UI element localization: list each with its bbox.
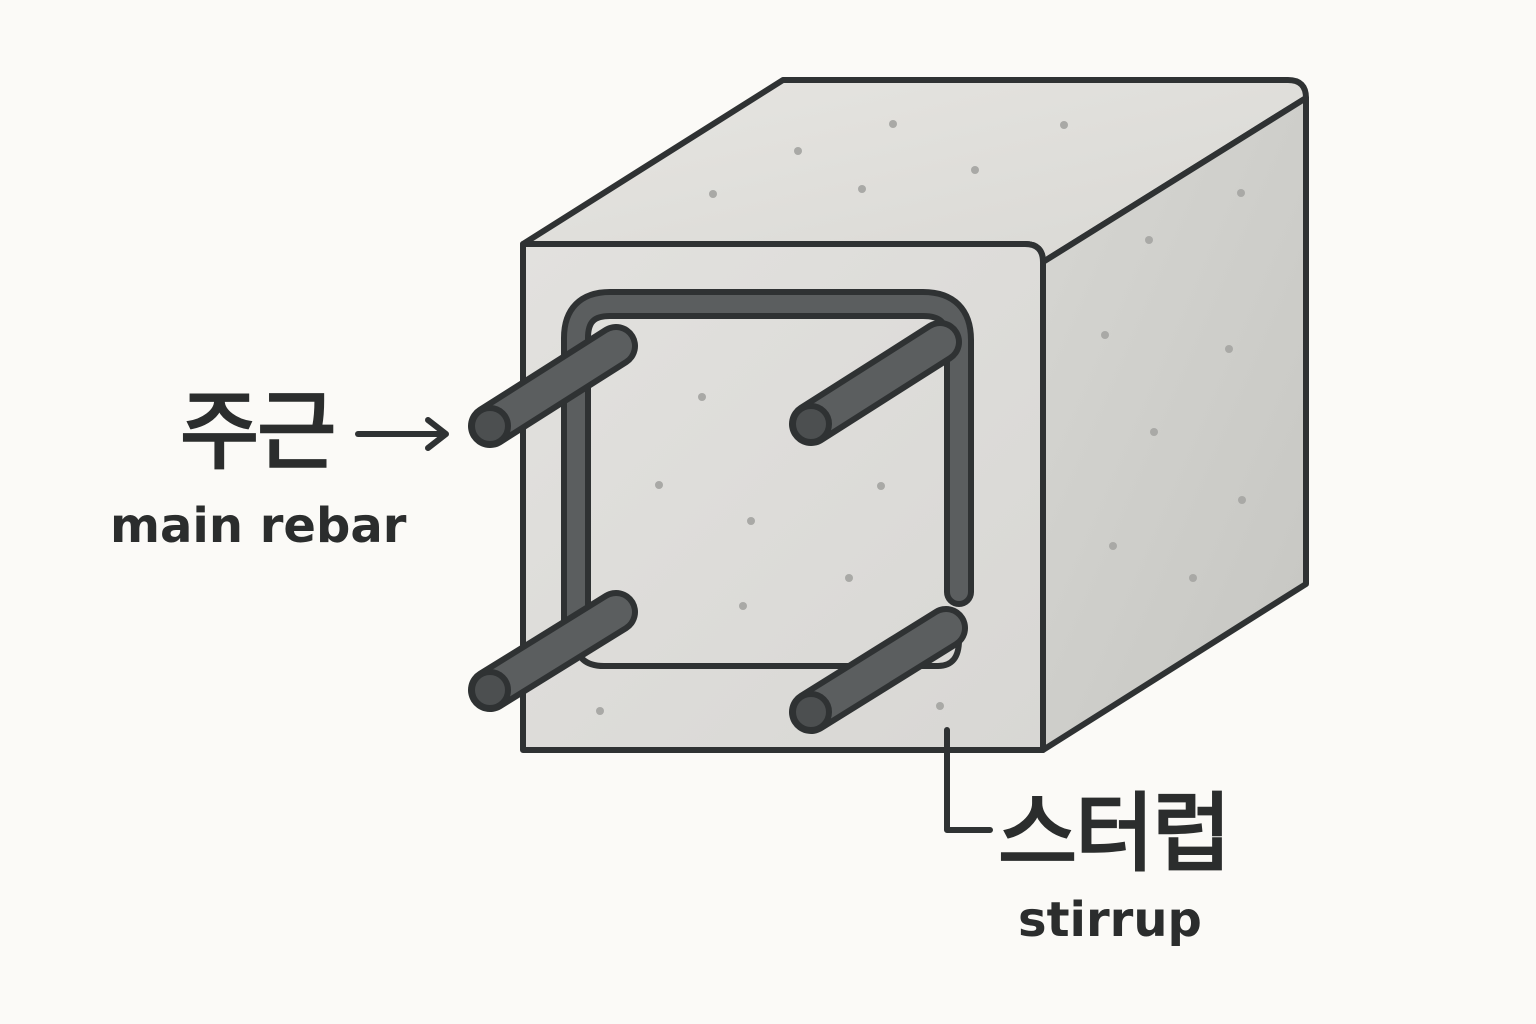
concrete-speckles xyxy=(596,120,1246,715)
main-rebar-bottom-left xyxy=(468,590,638,712)
main-rebar-arrow xyxy=(355,417,449,451)
main-rebar-english-label: main rebar xyxy=(110,498,407,554)
main-rebar-top-left xyxy=(468,324,638,448)
stirrup-english-label: stirrup xyxy=(1018,892,1202,948)
main-rebar-top-right xyxy=(789,320,962,446)
stirrup-leader-line xyxy=(944,727,993,833)
stirrup-korean-label: 스터럽 xyxy=(998,784,1231,884)
main-rebar-korean-label: 주근 xyxy=(180,382,336,482)
main-rebar-bottom-right xyxy=(789,606,968,734)
main-rebars xyxy=(468,320,968,734)
